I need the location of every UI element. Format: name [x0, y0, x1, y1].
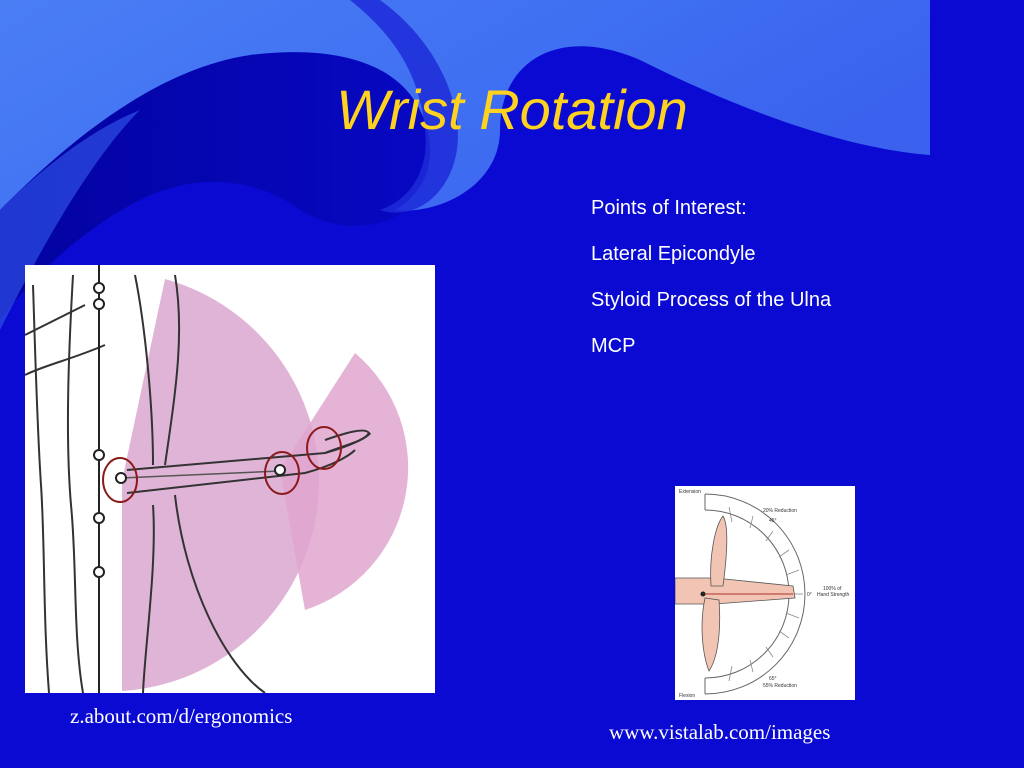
body-outline-left: [32, 284, 50, 693]
torso-outline: [66, 274, 84, 693]
left-image-caption: z.about.com/d/ergonomics: [70, 704, 293, 728]
hand-outline: [324, 429, 371, 454]
protractor-outer-arc: [704, 493, 806, 695]
slide-title: Wrist Rotation: [336, 78, 688, 141]
joint-marker: [93, 298, 105, 310]
swoosh-left-shadow: [0, 110, 140, 330]
lateral-epicondyle-marker: [102, 457, 138, 503]
ulna-styloid-marker: [264, 451, 300, 495]
full-strength-label: 100% of: [823, 586, 842, 592]
arm-range-of-motion-image: [25, 265, 435, 693]
joint-marker: [93, 449, 105, 461]
deg-45-label: 45°: [769, 518, 777, 524]
forearm-shape: [675, 577, 796, 605]
list-item: Lateral Epicondyle: [591, 243, 756, 265]
swoosh-curl: [350, 0, 458, 213]
hip-outline: [142, 494, 266, 693]
deg-0-label: 0°: [807, 592, 812, 598]
hand-extension-shape: [710, 515, 728, 587]
list-item: MCP: [591, 335, 636, 357]
swoosh-light-band: [0, 0, 930, 211]
reduction-55-label: 55% Reduction: [763, 683, 797, 689]
joint-marker: [115, 472, 127, 484]
wrist-range-fan: [280, 353, 409, 610]
extension-label: Extension: [679, 489, 701, 495]
list-item: Points of Interest:: [591, 197, 747, 219]
joint-marker: [93, 512, 105, 524]
reduction-20-label: 20% Reduction: [763, 508, 797, 514]
forearm-outline-bottom: [126, 449, 356, 494]
wrist-strength-protractor-diagram-icon: Extension 20% Reduction 45° 100% of Hand…: [675, 489, 849, 699]
right-image-caption: www.vistalab.com/images: [609, 720, 831, 744]
back-outline: [25, 304, 106, 376]
arm-range-of-motion-diagram-icon: [25, 265, 409, 693]
list-item: Styloid Process of the Ulna: [591, 289, 832, 311]
mcp-marker: [306, 426, 342, 470]
points-of-interest-list: Points of Interest: Lateral Epicondyle S…: [591, 196, 831, 380]
joint-marker: [93, 566, 105, 578]
joint-marker: [274, 464, 286, 476]
upper-arm-outline: [134, 274, 181, 466]
joint-marker: [93, 282, 105, 294]
hand-strength-label: Hand Strength: [817, 592, 849, 598]
forearm-reference-line: [120, 470, 281, 479]
wrist-strength-image: Extension 20% Reduction 45° 100% of Hand…: [675, 486, 855, 700]
hand-flexion-shape: [701, 597, 721, 672]
flexion-label: Flexion: [679, 693, 695, 699]
deg-65-label: 65°: [769, 676, 777, 682]
shoulder-range-fan: [122, 279, 320, 691]
